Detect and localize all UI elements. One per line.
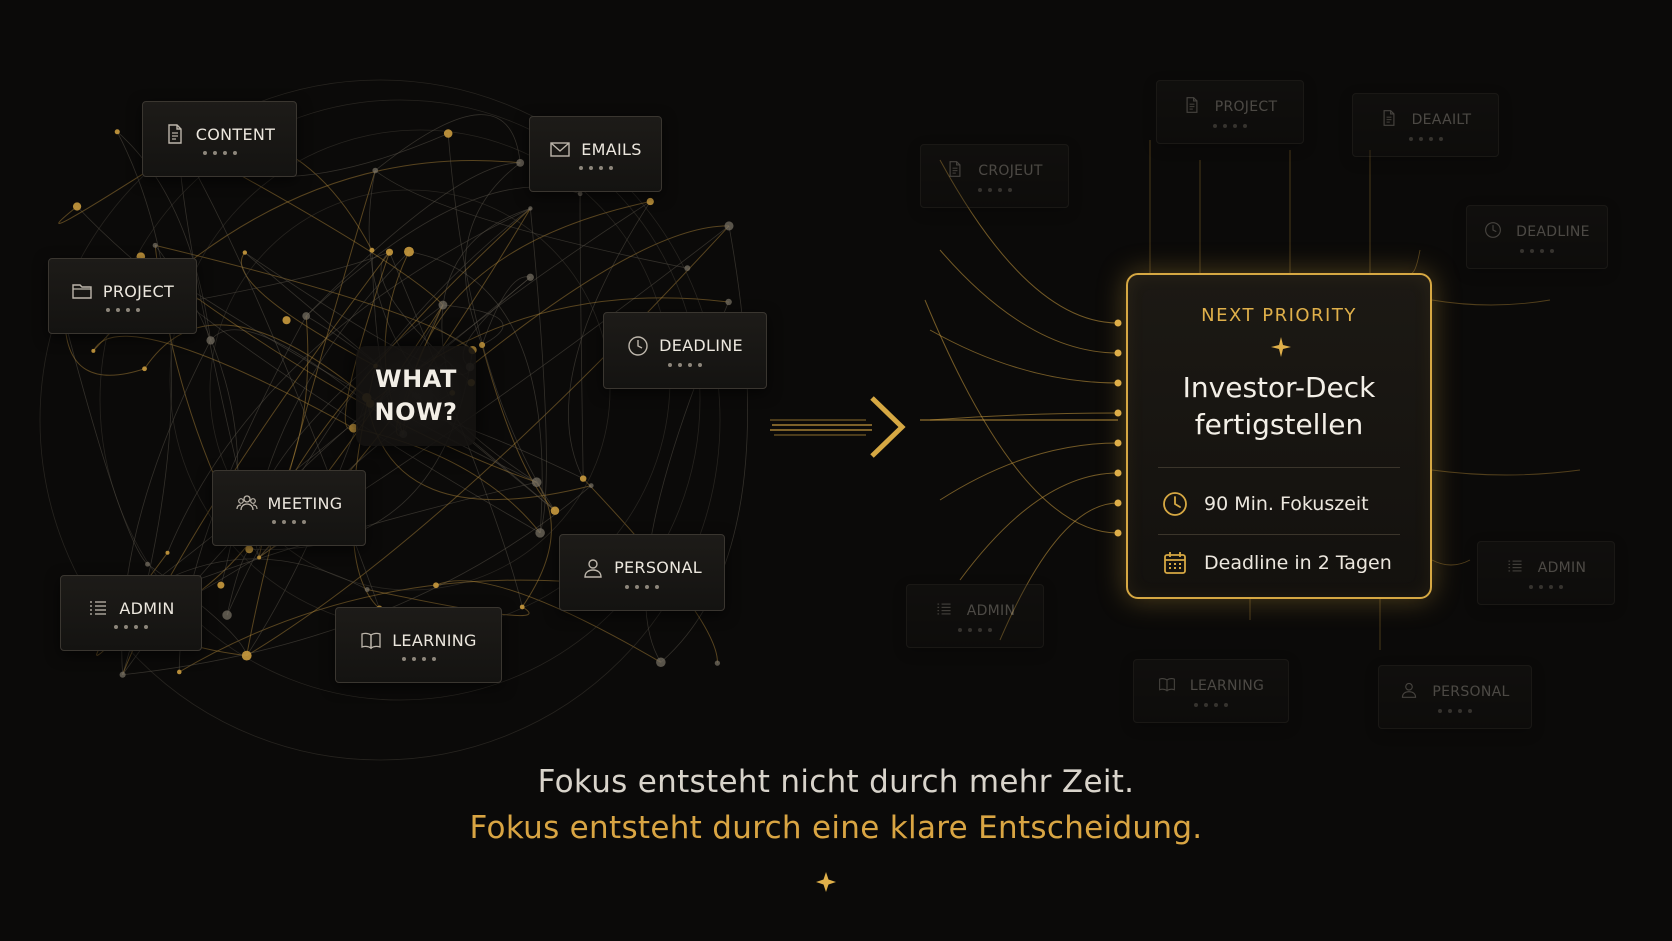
clock-icon — [1484, 221, 1506, 243]
chip-label: DEADLINE — [1516, 224, 1590, 240]
chip-label: EMAILS — [581, 139, 642, 159]
clock-icon — [1163, 492, 1187, 516]
chip-meeting: MEETING — [212, 470, 366, 546]
chip-content: CONTENT — [142, 101, 297, 177]
document-icon — [164, 123, 186, 145]
chip-label: DEADLINE — [659, 336, 743, 355]
chip-faded-admin-right: ADMIN — [1477, 541, 1615, 605]
chip-learning: LEARNING — [335, 607, 502, 683]
chip-label: PROJECT — [102, 281, 175, 301]
chip-personal: PERSONAL — [559, 534, 725, 611]
chip-label: CROJEUT — [978, 163, 1043, 179]
focus-time-row: 90 Min. Fokuszeit — [1162, 491, 1369, 517]
chip-label: PERSONAL — [614, 558, 702, 577]
clock-icon — [627, 335, 649, 357]
chip-label: ADMIN — [966, 603, 1016, 619]
next-priority-card: NEXT PRIORITY Investor-Deck fertigstelle… — [1126, 273, 1432, 599]
chip-admin: ADMIN — [60, 575, 202, 651]
chip-label: LEARNING — [1189, 678, 1265, 694]
divider — [1158, 467, 1400, 468]
chip-emails: EMAILS — [529, 116, 662, 192]
chip-faded-crojeut: CROJEUT — [920, 144, 1069, 208]
chip-label: MEETING — [267, 493, 343, 513]
calendar-icon — [1164, 552, 1186, 574]
chip-project: PROJECT — [48, 258, 197, 334]
person-icon — [582, 557, 604, 579]
folder-icon — [71, 280, 93, 302]
chip-deadline: DEADLINE — [603, 312, 767, 389]
document-icon — [1183, 96, 1205, 118]
caption-line-2: Fokus entsteht durch eine klare Entschei… — [469, 810, 1203, 846]
envelope-icon — [549, 138, 571, 160]
priority-label: NEXT PRIORITY — [1201, 305, 1357, 326]
book-icon — [360, 629, 382, 651]
transition-arrow-icon — [770, 396, 906, 458]
chip-label: DEAAILT — [1411, 112, 1472, 128]
chip-label: ADMIN — [1537, 560, 1587, 576]
chip-faded-deadline-top: DEAAILT — [1352, 93, 1499, 157]
focus-time-text: 90 Min. Fokuszeit — [1204, 493, 1369, 515]
document-icon — [1380, 109, 1402, 131]
deadline-row: Deadline in 2 Tagen — [1162, 550, 1392, 576]
chip-faded-project: PROJECT — [1156, 80, 1304, 144]
chip-faded-personal: PERSONAL — [1378, 665, 1532, 729]
divider — [1158, 534, 1400, 535]
book-icon — [1158, 675, 1180, 697]
document-icon — [946, 160, 968, 182]
list-icon — [1506, 557, 1528, 579]
people-icon — [235, 492, 258, 514]
deadline-text: Deadline in 2 Tagen — [1204, 552, 1392, 574]
list-icon — [935, 600, 957, 622]
chip-label: LEARNING — [392, 630, 477, 650]
priority-title: Investor-Deck fertigstellen — [1182, 371, 1376, 441]
caption-line-1: Fokus entsteht nicht durch mehr Zeit. — [537, 764, 1135, 800]
chip-faded-admin-left: ADMIN — [906, 584, 1044, 648]
sparkle-icon — [1271, 337, 1291, 357]
what-now-prompt: WHAT NOW? — [356, 346, 476, 446]
chip-faded-deadline: DEADLINE — [1466, 205, 1608, 269]
sparkle-divider-icon — [706, 872, 946, 892]
chip-label: PERSONAL — [1432, 684, 1510, 700]
chip-faded-learning: LEARNING — [1133, 659, 1289, 723]
chip-label: PROJECT — [1214, 99, 1278, 115]
person-icon — [1400, 681, 1422, 703]
chip-label: ADMIN — [119, 598, 175, 618]
chip-label: CONTENT — [195, 124, 276, 144]
list-icon — [87, 597, 109, 619]
